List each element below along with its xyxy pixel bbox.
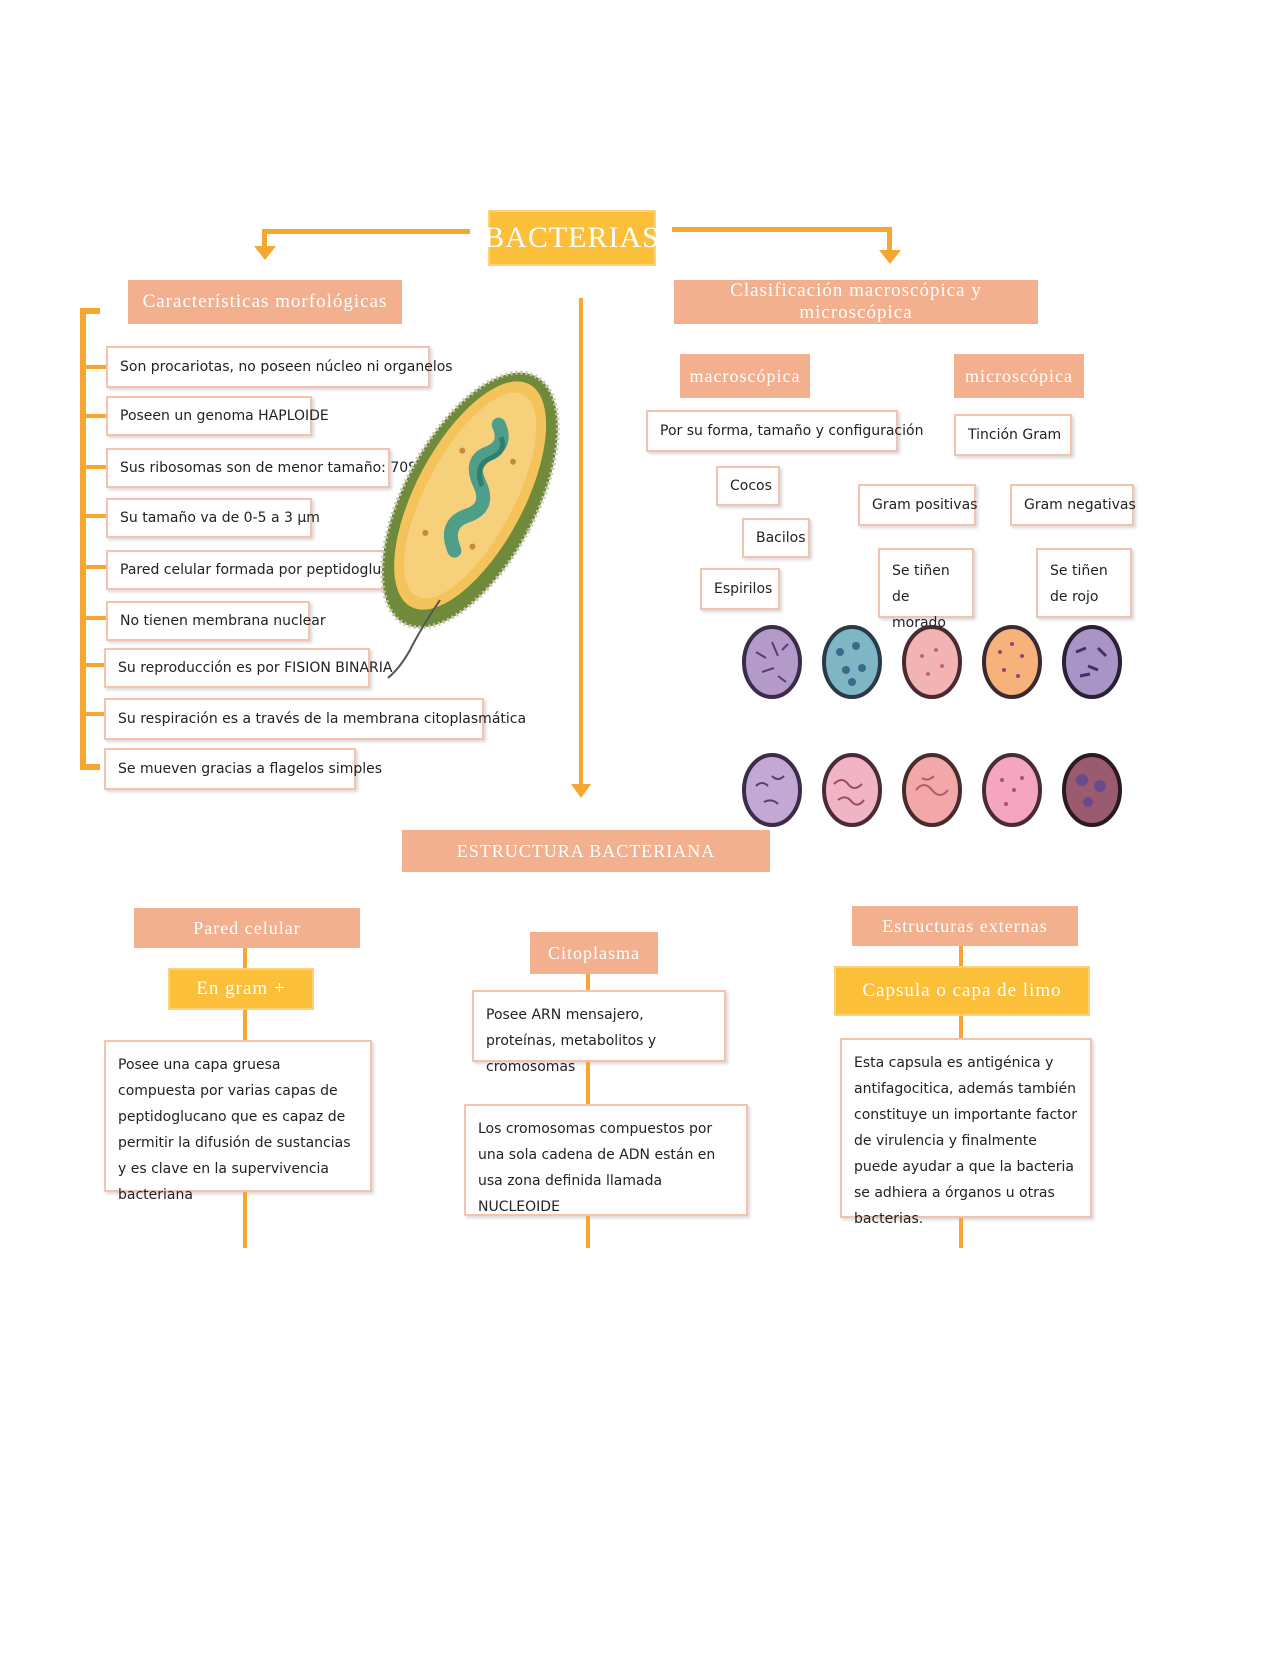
connector-top-right-h — [672, 227, 892, 232]
pared-header: Pared celular — [134, 908, 360, 948]
petri-dish-icon — [982, 753, 1042, 827]
externas-text: Esta capsula es antigénica y antifagocit… — [840, 1038, 1092, 1227]
bacterium-illustration — [380, 370, 560, 679]
morfologia-item: Poseen un genoma HAPLOIDE — [106, 396, 329, 436]
morfologia-item: Sus ribosomas son de menor tamaño: 70S — [106, 448, 417, 488]
morfologia-tick — [86, 712, 104, 716]
citoplasma-connector — [586, 974, 590, 992]
morfologia-tick — [86, 365, 106, 369]
petri-dish-icon — [902, 625, 962, 699]
petri-dish-icon — [822, 625, 882, 699]
arrow-down-icon — [879, 250, 901, 264]
arrow-down-icon — [571, 784, 591, 798]
petri-dish-icon — [822, 753, 882, 827]
petri-dish-icon — [982, 625, 1042, 699]
petri-dish-icon — [1062, 625, 1122, 699]
citoplasma-connector — [586, 1216, 590, 1248]
morfologia-item: No tienen membrana nuclear — [106, 601, 326, 641]
estructura-header: ESTRUCTURA BACTERIANA — [402, 830, 770, 872]
citoplasma-text2: Los cromosomas compuestos por una sola c… — [464, 1104, 748, 1216]
morfologia-bracket-bottom — [80, 764, 100, 770]
citoplasma-header: Citoplasma — [530, 932, 658, 974]
morfologia-item: Su tamaño va de 0-5 a 3 µm — [106, 498, 320, 538]
gram-positivas-color: Se tiñen de morado — [878, 548, 974, 631]
morfologia-tick — [86, 414, 106, 418]
forma-espirilos: Espirilos — [700, 568, 780, 610]
externas-header: Estructuras externas — [852, 906, 1078, 946]
morfologia-item: Se mueven gracias a flagelos simples — [104, 748, 382, 790]
petri-dish-icon — [902, 753, 962, 827]
connector-top-right-v — [887, 227, 892, 251]
morfologia-tick — [86, 565, 106, 569]
petri-dish-icon — [742, 753, 802, 827]
forma-bacilos: Bacilos — [742, 518, 810, 558]
pared-text: Posee una capa gruesa compuesta por vari… — [104, 1040, 372, 1203]
morfologia-item: Son procariotas, no poseen núcleo ni org… — [106, 346, 453, 388]
morfologia-tick — [86, 514, 106, 518]
morfologia-item: Su reproducción es por FISION BINARIA — [104, 648, 392, 688]
connector-top-left-v — [262, 229, 267, 249]
morfologia-bracket-top — [80, 308, 100, 314]
connector-center-v — [579, 298, 583, 786]
micro-header: microscópica — [954, 354, 1084, 398]
petri-dish-icon — [1062, 753, 1122, 827]
morfologia-bracket-v — [80, 308, 86, 770]
morfologia-tick — [86, 663, 104, 667]
diagram-title: BACTERIAS — [484, 210, 659, 266]
gram-negativas-color: Se tiñen de rojo — [1036, 548, 1132, 618]
pared-connector — [243, 1010, 247, 1042]
micro-criterio: Tinción Gram — [954, 414, 1072, 456]
pared-connector — [243, 1192, 247, 1248]
clasificacion-header: Clasificación macroscópica y microscópic… — [674, 280, 1038, 324]
pared-sub: En gram + — [168, 968, 314, 1010]
morfologia-tick — [86, 465, 106, 469]
morfologia-tick — [86, 616, 106, 620]
connector-top-left-h — [262, 229, 470, 234]
externas-connector — [959, 1218, 963, 1248]
macro-header: macroscópica — [680, 354, 810, 398]
forma-cocos: Cocos — [716, 466, 780, 506]
gram-negativas: Gram negativas — [1010, 484, 1136, 526]
externas-sub: Capsula o capa de limo — [834, 966, 1090, 1016]
externas-connector — [959, 946, 963, 968]
externas-connector — [959, 1016, 963, 1040]
citoplasma-text1: Posee ARN mensajero, proteínas, metaboli… — [472, 990, 726, 1075]
citoplasma-connector — [586, 1062, 590, 1106]
morfologia-item: Pared celular formada por peptidoglucano… — [106, 550, 422, 590]
gram-positivas: Gram positivas — [858, 484, 977, 526]
morfologia-item: Su respiración es a través de la membran… — [104, 698, 526, 740]
morfologia-header: Características morfológicas — [128, 280, 402, 324]
pared-connector — [243, 948, 247, 968]
macro-criterio: Por su forma, tamaño y configuración — [646, 410, 923, 452]
arrow-down-icon — [254, 246, 276, 260]
petri-dish-icon — [742, 625, 802, 699]
